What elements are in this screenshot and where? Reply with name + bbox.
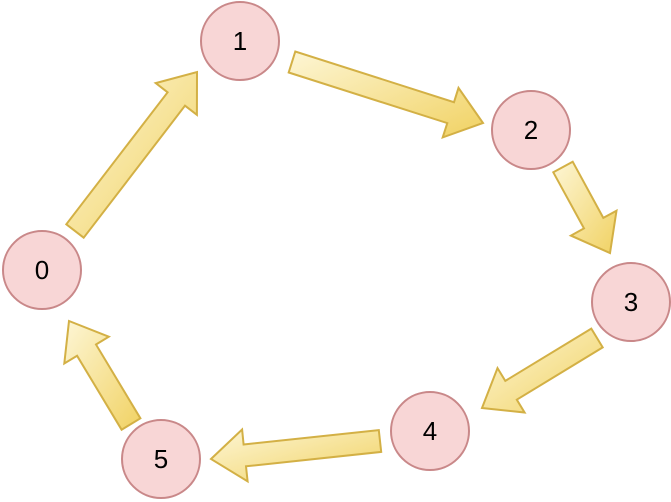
- graph-node-0: 0: [2, 230, 82, 310]
- graph-node-label: 1: [232, 26, 248, 56]
- graph-node-1: 1: [200, 1, 280, 81]
- arrow-2-to-3: [551, 160, 618, 255]
- graph-node-2: 2: [491, 90, 571, 170]
- graph-node-label: 5: [153, 444, 169, 474]
- graph-node-label: 0: [34, 255, 50, 285]
- graph-node-5: 5: [121, 419, 201, 499]
- arrow-1-to-2: [287, 50, 485, 140]
- arrow-5-to-0: [63, 319, 142, 432]
- graph-node-3: 3: [591, 262, 671, 342]
- arrow-4-to-5: [209, 427, 383, 484]
- arrow-3-to-4: [480, 327, 605, 414]
- graph-node-4: 4: [390, 391, 470, 471]
- graph-node-label: 2: [523, 115, 539, 145]
- graph-node-label: 4: [422, 416, 438, 446]
- graph-node-label: 3: [623, 287, 639, 317]
- arrow-0-to-1: [64, 70, 199, 240]
